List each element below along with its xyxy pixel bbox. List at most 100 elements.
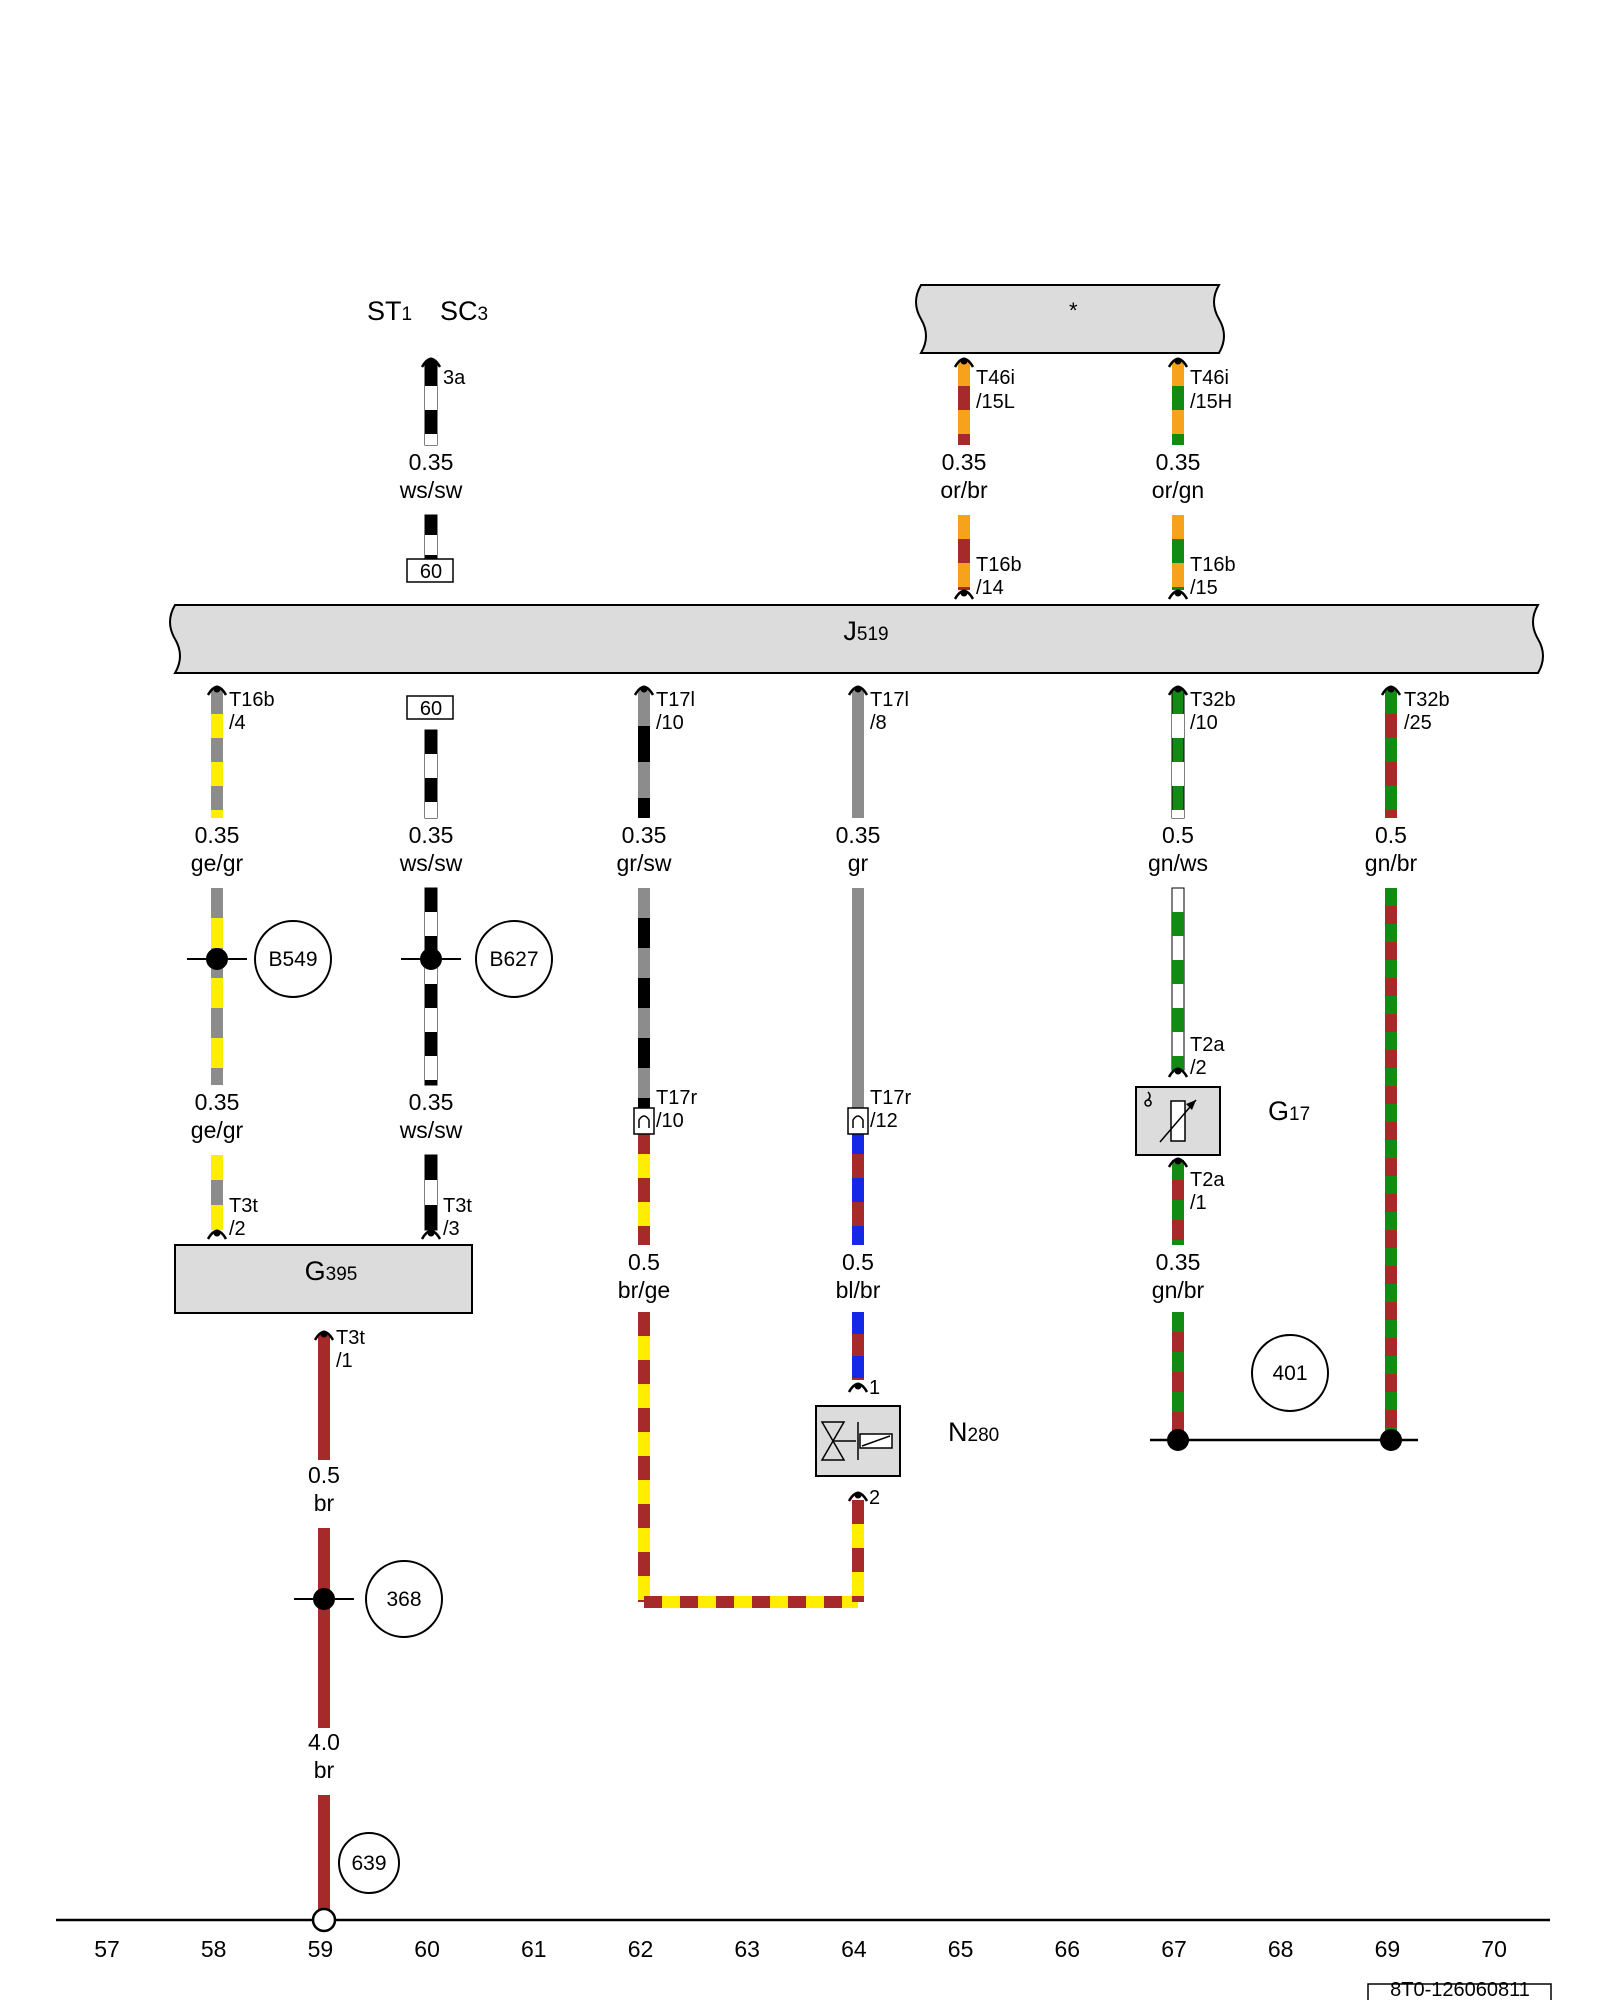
splice-368-node bbox=[313, 1588, 335, 1610]
connector-t17l-name: T17l bbox=[656, 689, 695, 711]
wire-stripe bbox=[425, 434, 437, 445]
wire-color-code: gn/br bbox=[1152, 1277, 1205, 1303]
wire-stripe bbox=[638, 1480, 650, 1504]
wire-size: 0.35 bbox=[409, 449, 454, 475]
wire-stripe bbox=[1385, 1410, 1397, 1428]
wire-stripe bbox=[1385, 942, 1397, 960]
wire-color-code: br/ge bbox=[618, 1277, 670, 1303]
wire-gr-sw bbox=[638, 690, 650, 818]
wire-color-code: br bbox=[314, 1490, 335, 1516]
connector-t2a-1-pin: /1 bbox=[1190, 1192, 1207, 1214]
wire-stripe bbox=[852, 1572, 864, 1596]
wire-br bbox=[318, 1528, 330, 1728]
wire-stripe bbox=[1172, 1180, 1184, 1200]
wire-color-code: br bbox=[314, 1757, 335, 1783]
wire-br-ge bbox=[638, 1312, 650, 1602]
wire-stripe bbox=[211, 978, 223, 1008]
document-id: 8T0-126060811 bbox=[1390, 1979, 1530, 2000]
connector-t46i-name: T46i bbox=[976, 367, 1015, 389]
grid-number: 63 bbox=[734, 1936, 760, 1962]
control-unit-label: * bbox=[1069, 298, 1078, 323]
n280-pin-1: 1 bbox=[869, 1377, 880, 1399]
wire-color-code: ws/sw bbox=[399, 477, 463, 503]
wire-color-code: or/br bbox=[940, 477, 988, 503]
coil-diagonal bbox=[861, 1435, 891, 1447]
reference-b549-label: B549 bbox=[268, 948, 317, 971]
reference-639-label: 639 bbox=[351, 1852, 386, 1875]
wire-stripe bbox=[425, 802, 437, 818]
wire-stripe bbox=[638, 1098, 650, 1108]
connector-t17r-12-pin: /12 bbox=[870, 1110, 898, 1132]
wire-br-ge bbox=[644, 1596, 858, 1608]
wire-stripe bbox=[638, 1154, 650, 1178]
wire-segment bbox=[852, 1130, 864, 1245]
grid-number: 68 bbox=[1268, 1936, 1294, 1962]
wire-stripe bbox=[662, 1596, 680, 1608]
wire-stripe bbox=[1385, 1302, 1397, 1320]
reference-circle bbox=[365, 1560, 443, 1638]
wire-stripe bbox=[638, 1038, 650, 1068]
wire-gr bbox=[852, 888, 864, 1108]
wire-gn-br bbox=[1172, 1312, 1184, 1440]
link-box-label: 60 bbox=[420, 561, 442, 583]
wire-ws-sw bbox=[424, 361, 438, 446]
reference-circle bbox=[338, 1832, 400, 1894]
wire-segment bbox=[318, 1795, 330, 1918]
wire-bl-br bbox=[852, 1312, 864, 1380]
grid-number: 57 bbox=[94, 1936, 120, 1962]
wire-stripe bbox=[1385, 1122, 1397, 1140]
connector-t16b-4-pin: /4 bbox=[229, 712, 246, 734]
wire-segment bbox=[1171, 689, 1185, 819]
wire-layer bbox=[211, 361, 1397, 1918]
wire-stripe bbox=[958, 587, 970, 590]
wire-color-code: ge/gr bbox=[191, 1117, 244, 1143]
wire-size: 0.35 bbox=[1156, 449, 1201, 475]
sc-label: SC3 bbox=[440, 296, 488, 326]
grid-number: 58 bbox=[201, 1936, 227, 1962]
connector-t3t-3-pin: /3 bbox=[443, 1218, 460, 1240]
label-layer: ST1 SC3 3a * T46i /15L T46i /15H T16b /1… bbox=[94, 296, 1530, 2000]
ground-node bbox=[1380, 1429, 1402, 1451]
wire-stripe bbox=[638, 1576, 650, 1600]
wire-br bbox=[318, 1795, 330, 1918]
reference-circle bbox=[254, 920, 332, 998]
reference-368-label: 368 bbox=[386, 1588, 421, 1611]
wire-stripe bbox=[852, 1334, 864, 1356]
connector-t46i-15l-pin: /15L bbox=[976, 391, 1015, 413]
connector-arch-icon bbox=[852, 1115, 864, 1128]
wire-stripe bbox=[1172, 714, 1184, 738]
wire-stripe bbox=[1172, 587, 1184, 590]
reference-b627-label: B627 bbox=[489, 948, 538, 971]
link-box bbox=[406, 558, 454, 583]
link-box bbox=[406, 695, 454, 720]
wire-stripe bbox=[770, 1596, 788, 1608]
grid-number: 61 bbox=[521, 1936, 547, 1962]
connector-t2a-name: T2a bbox=[1190, 1169, 1225, 1191]
link-box-label: 60 bbox=[420, 698, 442, 720]
wire-gn-br bbox=[1385, 888, 1397, 1435]
connector-t32b-25-pin: /25 bbox=[1404, 712, 1432, 734]
connector-t16b-name: T16b bbox=[976, 554, 1022, 576]
wire-stripe bbox=[1172, 434, 1184, 445]
wire-stripe bbox=[852, 1524, 864, 1548]
wire-stripe bbox=[425, 1056, 437, 1080]
wire-segment bbox=[638, 1130, 650, 1245]
n280-pin-2: 2 bbox=[869, 1487, 880, 1509]
wire-stripe bbox=[425, 1008, 437, 1032]
pin-dot-icon bbox=[854, 1382, 862, 1390]
wire-stripe bbox=[1172, 960, 1184, 984]
wire-stripe bbox=[211, 714, 223, 738]
wire-stripe bbox=[1385, 714, 1397, 738]
wire-color-code: or/gn bbox=[1152, 477, 1204, 503]
wire-stripe bbox=[638, 1528, 650, 1552]
wire-stripe bbox=[1385, 762, 1397, 786]
connector-t17r-name: T17r bbox=[656, 1087, 697, 1109]
wire-stripe bbox=[1172, 1372, 1184, 1392]
wire-stripe bbox=[1385, 906, 1397, 924]
pin-dot-icon bbox=[1387, 685, 1395, 693]
arrow-head-icon bbox=[1186, 1100, 1196, 1110]
pin-dot-icon bbox=[213, 1229, 221, 1237]
wire-ws-sw bbox=[424, 887, 438, 1086]
pin-dot-icon bbox=[1174, 1067, 1182, 1075]
wire-stripe bbox=[1172, 1412, 1184, 1432]
